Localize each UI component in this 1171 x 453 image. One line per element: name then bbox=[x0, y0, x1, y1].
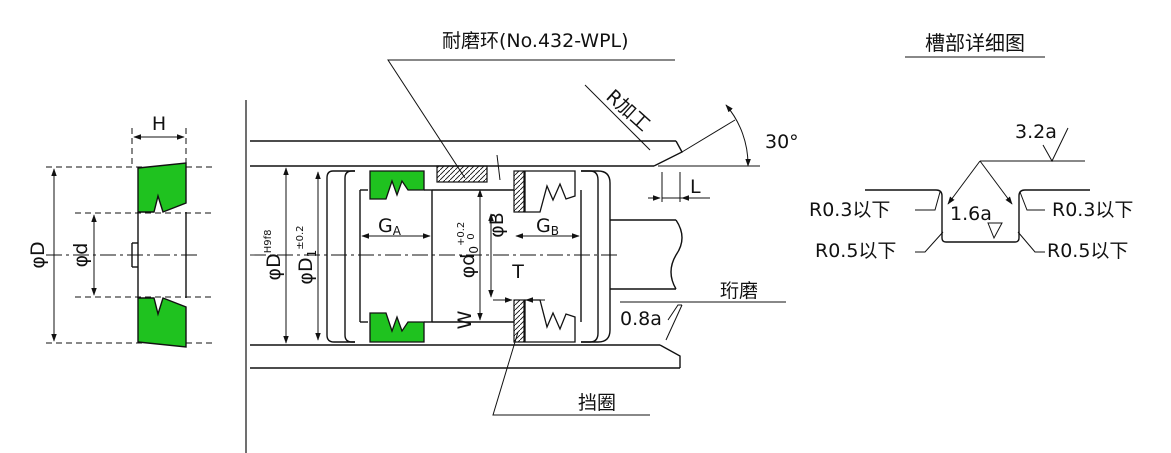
standalone-seal-view bbox=[46, 128, 215, 344]
dim-phi-d0-label: φd0+0.20 bbox=[456, 222, 481, 279]
dim-GB-label: GB bbox=[536, 215, 559, 238]
groove-detail-title: 槽部详细图 bbox=[925, 31, 1025, 55]
dim-phi-B-label: φB bbox=[486, 212, 508, 238]
svg-text:φd0+0.20: φd0+0.20 bbox=[456, 222, 481, 279]
seal-groove-A-upper bbox=[369, 170, 425, 200]
dim-T-label: T bbox=[511, 261, 524, 283]
assembly-view bbox=[245, 100, 683, 453]
backup-ring-callout: 挡圈 bbox=[578, 392, 616, 414]
seal-groove-A-lower bbox=[369, 312, 425, 343]
dim-phi-DH-label: φDH9f8 bbox=[263, 230, 285, 281]
backup-ring-lower bbox=[513, 299, 525, 343]
wear-ring-callout: 耐磨环(No.432-WPL) bbox=[442, 30, 629, 52]
honed-surface-roughness: 0.8a bbox=[620, 308, 662, 330]
r03-left-label: R0.3以下 bbox=[809, 199, 890, 221]
seal-groove-B-upper bbox=[524, 170, 576, 213]
r05-right-label: R0.5以下 bbox=[1047, 240, 1128, 262]
r05-left-label: R0.5以下 bbox=[815, 240, 896, 262]
honing-callout: 珩磨 bbox=[720, 280, 758, 302]
groove-detail-view bbox=[865, 56, 1090, 253]
dim-L-label: L bbox=[690, 176, 701, 198]
dim-W-label: W bbox=[454, 310, 476, 329]
dim-phi-d-label: φd bbox=[70, 243, 92, 268]
angle-label: 30° bbox=[765, 131, 799, 153]
r03-right-label: R0.3以下 bbox=[1052, 199, 1133, 221]
seal-lip-lower bbox=[137, 297, 187, 348]
dim-GA-label: GA bbox=[378, 215, 402, 238]
dim-phi-D-label: φD bbox=[27, 241, 49, 268]
dim-phi-D1-label: φD1±0.2 bbox=[295, 225, 319, 284]
assembly-dimensions bbox=[283, 59, 786, 416]
svg-text:φD1±0.2: φD1±0.2 bbox=[295, 225, 319, 284]
roughness-bottom-label: 1.6a bbox=[950, 203, 992, 225]
svg-text:φDH9f8: φDH9f8 bbox=[263, 230, 285, 281]
backup-ring-upper bbox=[513, 170, 525, 213]
roughness-top-label: 3.2a bbox=[1015, 121, 1057, 143]
seal-groove-B-lower bbox=[524, 299, 576, 343]
dim-H-label: H bbox=[152, 113, 166, 135]
dim-phi-d0-lower-tol: 0 bbox=[466, 233, 477, 239]
seal-lip-upper bbox=[137, 162, 187, 213]
